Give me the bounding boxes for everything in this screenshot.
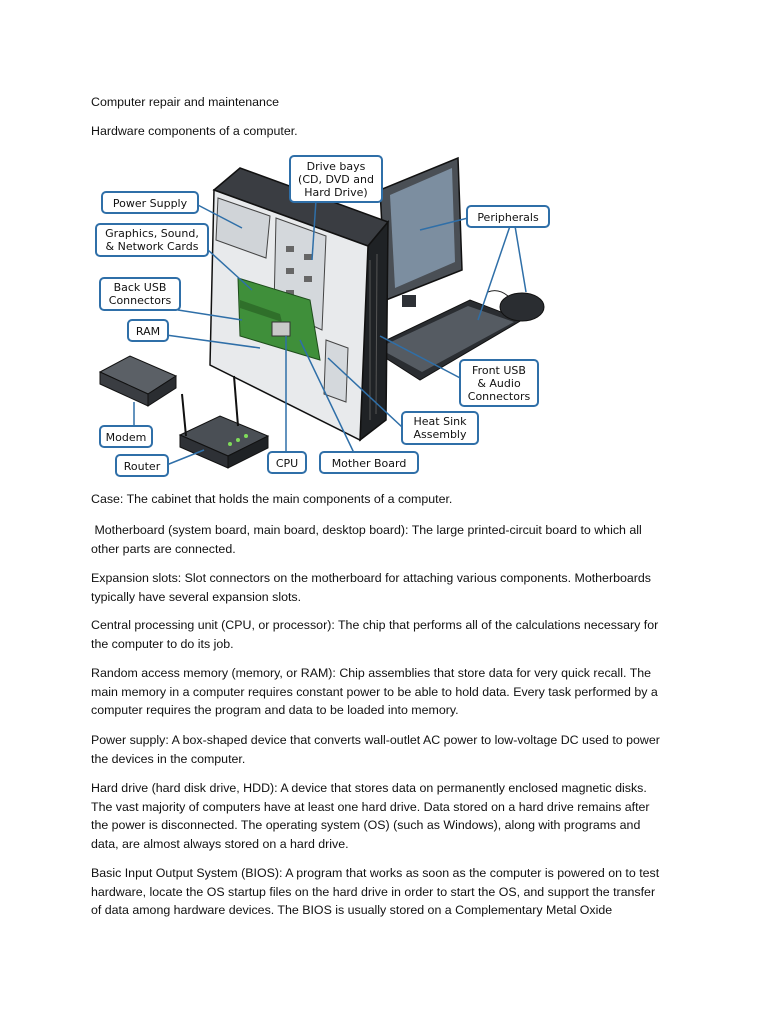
definition-expansion-slots: Expansion slots: Slot connectors on the … (91, 569, 691, 606)
svg-text:Router: Router (124, 460, 161, 473)
svg-text:Connectors: Connectors (109, 294, 172, 307)
page-subtitle: Hardware components of a computer. (91, 124, 298, 138)
callout-front-usb-audio: Front USB & Audio Connectors (460, 360, 538, 406)
callout-cpu: CPU (268, 452, 306, 473)
definition-motherboard: Motherboard (system board, main board, d… (91, 521, 691, 558)
mouse-illustration (500, 293, 544, 321)
svg-text:Hard Drive): Hard Drive) (304, 186, 367, 199)
callout-peripherals: Peripherals (467, 206, 549, 227)
svg-text:Assembly: Assembly (413, 428, 467, 441)
callout-power-supply: Power Supply (102, 192, 198, 213)
callout-drive-bays: Drive bays (CD, DVD and Hard Drive) (290, 156, 382, 202)
definition-cpu: Central processing unit (CPU, or process… (91, 616, 691, 653)
page-title: Computer repair and maintenance (91, 95, 279, 109)
svg-text:Connectors: Connectors (468, 390, 531, 403)
svg-text:& Audio: & Audio (477, 377, 521, 390)
svg-text:RAM: RAM (136, 325, 160, 338)
svg-text:Modem: Modem (106, 431, 147, 444)
svg-text:Mother Board: Mother Board (332, 457, 407, 470)
definition-hard-drive: Hard drive (hard disk drive, HDD): A dev… (91, 779, 691, 853)
svg-text:Drive bays: Drive bays (307, 160, 366, 173)
definition-bios: Basic Input Output System (BIOS): A prog… (91, 864, 691, 920)
callout-back-usb-connectors: Back USB Connectors (100, 278, 180, 310)
svg-text:& Network Cards: & Network Cards (106, 240, 199, 253)
hardware-components-diagram: Power Supply Drive bays (CD, DVD and Har… (90, 150, 560, 480)
callout-ram: RAM (128, 320, 168, 341)
callout-graphics-sound-network-cards: Graphics, Sound, & Network Cards (96, 224, 208, 256)
callout-heat-sink-assembly: Heat Sink Assembly (402, 412, 478, 444)
callout-modem: Modem (100, 426, 152, 447)
definition-ram: Random access memory (memory, or RAM): C… (91, 664, 691, 720)
modem-illustration (100, 356, 176, 406)
svg-text:Back USB: Back USB (114, 281, 167, 294)
definition-case: Case: The cabinet that holds the main co… (91, 490, 691, 509)
svg-text:(CD, DVD and: (CD, DVD and (298, 173, 374, 186)
svg-text:Graphics, Sound,: Graphics, Sound, (105, 227, 199, 240)
svg-text:Front USB: Front USB (472, 364, 526, 377)
monitor-illustration (380, 158, 462, 307)
svg-text:Power Supply: Power Supply (113, 197, 188, 210)
definition-power-supply: Power supply: A box-shaped device that c… (91, 731, 691, 768)
callout-mother-board: Mother Board (320, 452, 418, 473)
callout-router: Router (116, 455, 168, 476)
svg-text:Heat Sink: Heat Sink (414, 415, 468, 428)
svg-text:Peripherals: Peripherals (477, 211, 539, 224)
svg-text:CPU: CPU (276, 457, 298, 470)
